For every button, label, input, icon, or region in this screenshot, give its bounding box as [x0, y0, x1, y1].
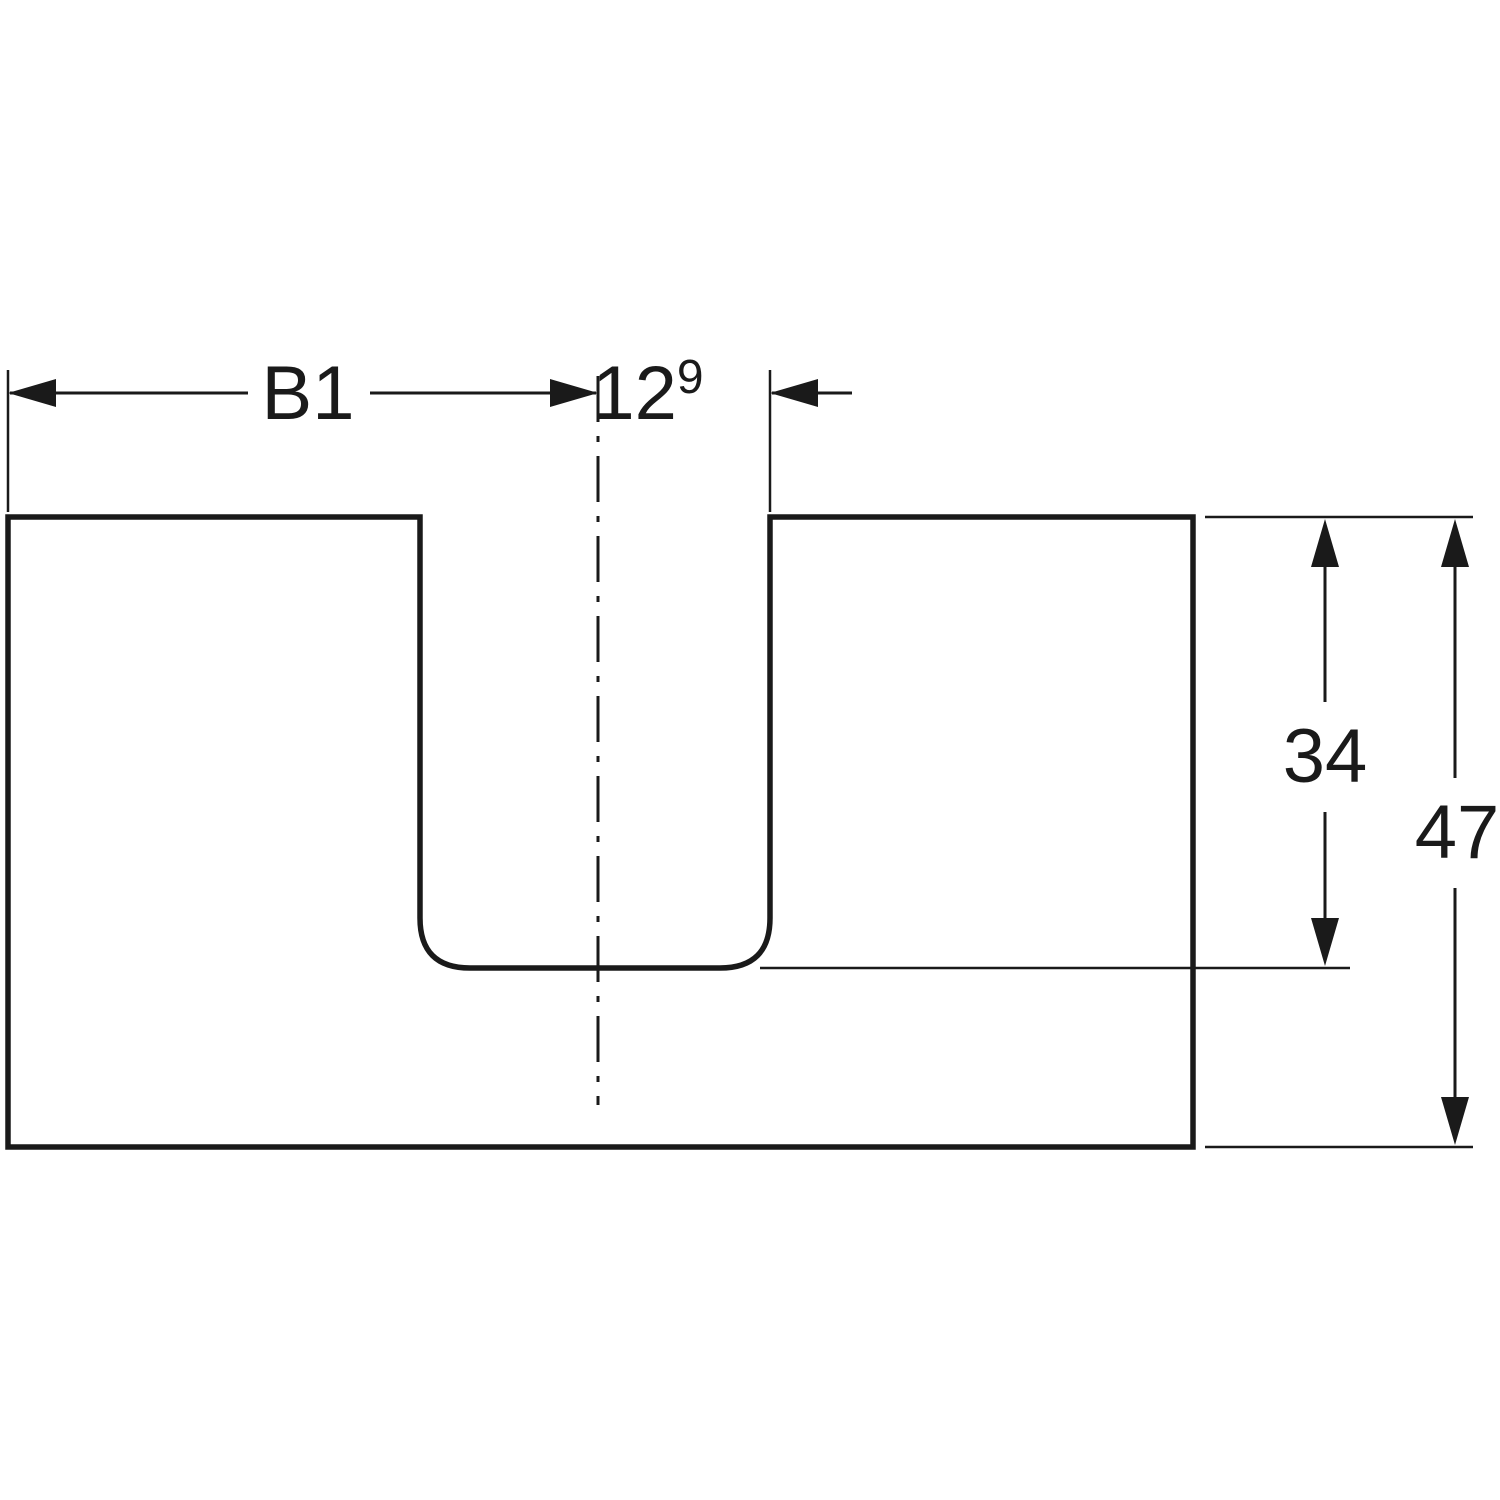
- dimension-offset: 129: [592, 351, 852, 436]
- arrowhead-down-icon: [1311, 918, 1339, 966]
- dimension-cutout-depth: 34: [1283, 519, 1368, 966]
- extension-lines: [6, 370, 1473, 1149]
- dim-label-offset: 129: [592, 351, 703, 436]
- arrowhead-right-icon: [550, 379, 598, 407]
- dim-label-offset-value: 12: [592, 351, 677, 436]
- drawing-root: B1 129 34 47: [5, 351, 1500, 1150]
- dimension-b1: B1: [8, 351, 598, 436]
- dim-label-cutout-depth: 34: [1283, 714, 1368, 799]
- panel-outline-path: [5, 514, 1196, 1150]
- arrowhead-down-icon: [1441, 1097, 1469, 1145]
- dim-label-offset-superscript: 9: [677, 351, 704, 404]
- dim-label-total-height: 47: [1415, 790, 1500, 875]
- dim-label-b1: B1: [262, 351, 355, 436]
- arrowhead-up-icon: [1441, 519, 1469, 567]
- panel-outline: [5, 514, 1196, 1150]
- arrowhead-up-icon: [1311, 519, 1339, 567]
- dimension-total-height: 47: [1415, 519, 1500, 1145]
